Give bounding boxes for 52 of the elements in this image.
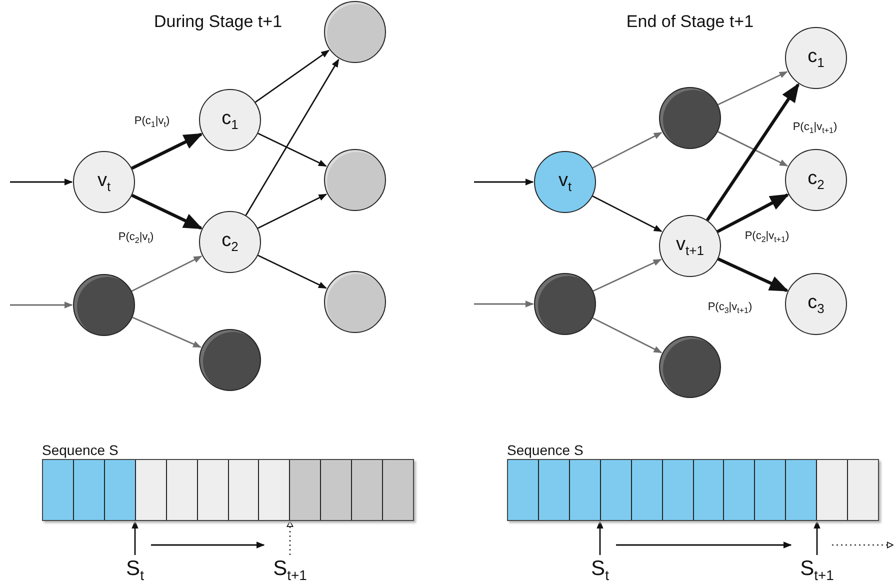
node-label: c$_{1}$: [808, 46, 824, 70]
arrow: [592, 196, 662, 232]
edge-label: P(c$_{2}$|v$_{t}$): [117, 230, 155, 246]
arrow: [131, 256, 202, 292]
arrow: [716, 193, 790, 234]
arrow: [592, 317, 662, 354]
arrow: [258, 254, 327, 289]
arrow: [245, 58, 340, 216]
sequence-title: Sequence S: [507, 441, 584, 459]
node-label: c$_{1}$: [222, 108, 238, 132]
position-label: S$_{t+1}$: [800, 557, 834, 586]
arrow: [131, 194, 203, 230]
arrow: [257, 194, 328, 229]
arrow: [286, 520, 294, 556]
node-label: c$_{2}$: [808, 168, 824, 192]
arrow: [132, 316, 202, 348]
arrow: [132, 520, 138, 555]
node-label: v$_{t}$: [97, 170, 111, 194]
position-label: S$_{t+1}$: [273, 557, 307, 586]
arrow: [706, 82, 800, 222]
arrow: [717, 258, 789, 292]
edge-label: P(c$_{3}$|v$_{t+1}$): [706, 300, 754, 316]
edge-label: P(c$_{1}$|v$_{t+1}$): [792, 120, 838, 136]
arrow: [718, 131, 788, 166]
arrow: [596, 520, 604, 555]
panel-title: During Stage t+1: [154, 12, 282, 32]
node-circle: [199, 211, 261, 273]
node-circle: [659, 215, 721, 277]
arrow: [10, 178, 73, 186]
edge-label: P(c$_{1}$|v$_{t}$): [133, 114, 171, 130]
panel-title: End of Stage t+1: [626, 12, 754, 32]
arrow: [814, 520, 820, 555]
arrow: [258, 132, 327, 167]
edge-label: P(c$_{2}$|v$_{t+1}$): [744, 230, 790, 244]
node-label: v$_{t+1}$: [676, 234, 704, 258]
arrow: [151, 542, 265, 548]
arrow: [832, 542, 894, 548]
node-label: c$_{3}$: [808, 292, 824, 316]
sequence-title: Sequence S: [42, 441, 120, 459]
position-label: S$_{t}$: [591, 557, 609, 586]
arrow: [10, 302, 73, 308]
position-label: S$_{t}$: [126, 557, 144, 586]
arrow: [718, 71, 788, 106]
arrow: [592, 258, 662, 292]
arrow: [474, 178, 534, 186]
arrow: [592, 132, 662, 168]
arrow: [616, 542, 792, 548]
arrow: [254, 50, 330, 103]
arrow: [131, 132, 203, 170]
node-label: c$_{2}$: [222, 230, 238, 254]
node-label: v$_{t}$: [558, 170, 572, 194]
arrow: [474, 300, 534, 308]
